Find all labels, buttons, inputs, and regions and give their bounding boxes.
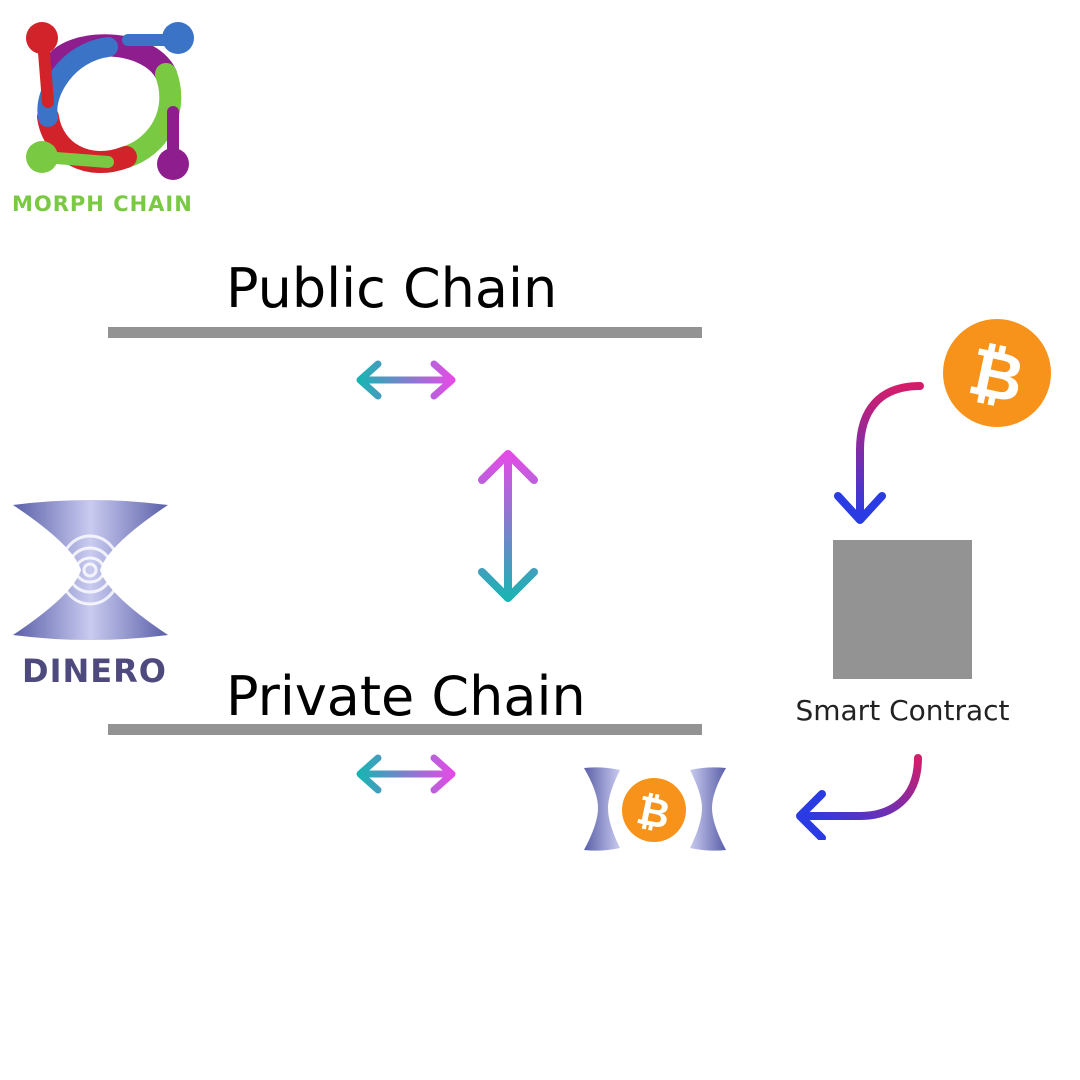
curved-arrow-icon xyxy=(796,754,922,840)
morph-chain-label: MORPH CHAIN xyxy=(12,192,193,216)
smart-contract-label: Smart Contract xyxy=(795,694,1010,727)
public-chain-title: Public Chain xyxy=(226,257,558,320)
dinero-label: DINERO xyxy=(22,652,167,690)
deposit-arrow xyxy=(820,370,940,530)
double-headed-arrow-icon xyxy=(356,754,456,794)
private-chain-line xyxy=(108,724,702,735)
double-headed-arrow-icon xyxy=(478,450,538,602)
private-chain-arrow xyxy=(352,752,460,796)
wrapped-bitcoin: ₿ xyxy=(580,764,730,854)
double-headed-arrow-icon xyxy=(356,360,456,400)
bitcoin-icon: ₿ xyxy=(943,319,1051,427)
curved-arrow-icon xyxy=(834,382,924,524)
wrapped-bitcoin-icon: ₿ xyxy=(584,767,726,851)
private-chain-title: Private Chain xyxy=(226,665,586,728)
smart-contract-box xyxy=(833,540,972,679)
morph-chain-logo-icon xyxy=(26,22,194,180)
dinero-logo-icon xyxy=(13,500,168,640)
bitcoin-coin: ₿ xyxy=(942,318,1052,428)
dinero-logo xyxy=(8,495,173,645)
mint-arrow xyxy=(790,750,930,840)
public-chain-arrow xyxy=(352,358,460,402)
bridge-vertical-arrow xyxy=(474,446,542,606)
public-chain-line xyxy=(108,327,702,338)
morph-chain-logo xyxy=(8,12,208,222)
